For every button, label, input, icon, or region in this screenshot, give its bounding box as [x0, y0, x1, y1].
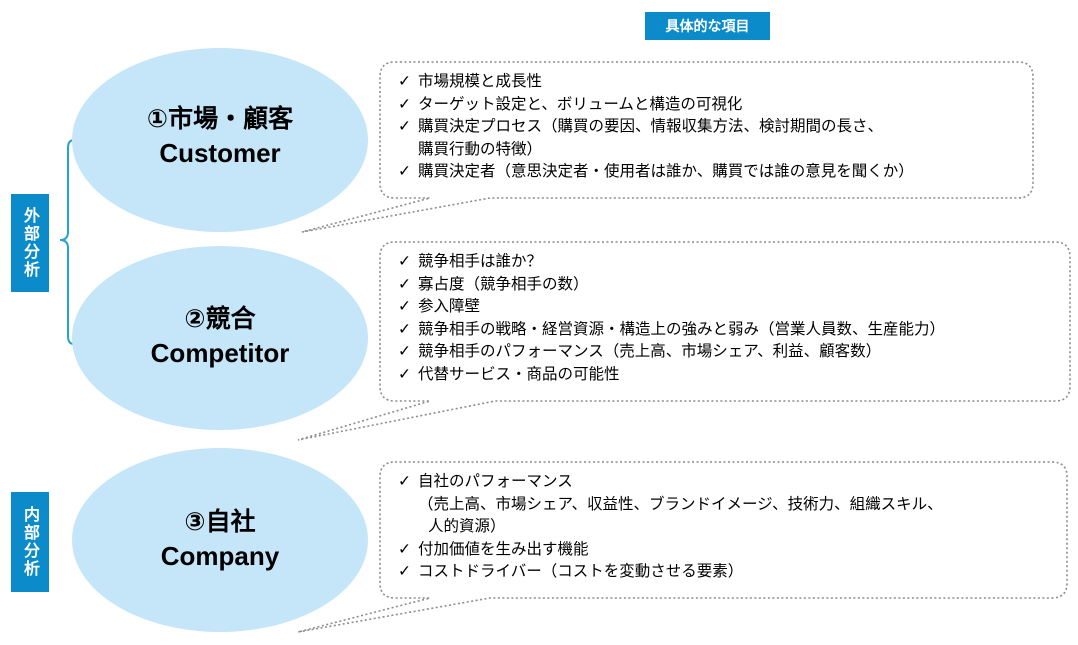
check-icon: ✓ [398, 472, 411, 490]
bubble-customer [301, 61, 1034, 233]
external-bracket [59, 139, 75, 345]
ellipse-competitor-title: ②競合 Competitor [90, 302, 350, 370]
external-analysis-text: 外部分析 [21, 207, 40, 279]
list-item: ✓ 競争相手の戦略・経営資源・構造上の強みと弱み（営業人員数、生産能力） [398, 318, 945, 341]
company-title-en: Company [160, 541, 280, 571]
list-item-text: 市場規模と成長性 [418, 72, 543, 90]
ellipse-competitor [72, 246, 368, 430]
competitor-item-list: ✓ 競争相手は誰か？ ✓ 寡占度（競争相手の数） ✓ 参入障壁 ✓ 競争相手の戦略・経営… [398, 250, 945, 385]
check-icon: ✓ [398, 162, 411, 180]
list-item: ✓ 購買決定プロセス（購買の要因、情報収集方法、検討期間の長さ、購買行動の特徴） [398, 115, 914, 160]
check-icon: ✓ [398, 539, 411, 558]
check-icon: ✓ [398, 319, 411, 338]
competitor-title-en: Competitor [150, 338, 290, 368]
list-item: ✓ 自社のパフォーマンス （売上高、市場シェア、収益性、ブランドイメージ、技術力、組… [398, 470, 943, 538]
list-item-continuation: 購買行動の特徴） [418, 139, 543, 158]
check-icon: ✓ [398, 94, 411, 113]
internal-analysis-label: 内部分析 [11, 492, 49, 592]
list-item-text: 付加価値を生み出す機能 [418, 539, 589, 558]
list-item-continuation: （売上高、市場シェア、収益性、ブランドイメージ、技術力、組織スキル、 [418, 494, 943, 513]
external-analysis-label: 外部分析 [11, 194, 49, 292]
customer-item-list: ✓ 市場規模と成長性 ✓ ターゲット設定と、ボリュームと構造の可視化 ✓ 購買決定プロ… [398, 70, 914, 183]
list-item-text: 購買決定プロセス（購買の要因、情報収集方法、検討期間の長さ、 [418, 117, 884, 135]
check-icon: ✓ [398, 72, 411, 90]
bubble-company [297, 461, 1068, 633]
list-item-text: 寡占度（競争相手の数） [418, 274, 589, 293]
company-item-list: ✓ 自社のパフォーマンス （売上高、市場シェア、収益性、ブランドイメージ、技術力、組… [398, 470, 943, 583]
bubble-competitor [297, 241, 1071, 441]
check-icon: ✓ [398, 117, 411, 135]
list-item: ✓ 付加価値を生み出す機能 [398, 538, 943, 561]
customer-title-en: Customer [159, 138, 281, 168]
customer-title-jp: ①市場・顧客 [146, 104, 294, 133]
check-icon: ✓ [398, 297, 411, 315]
check-icon: ✓ [398, 364, 411, 383]
ellipse-customer [72, 48, 368, 232]
list-item: ✓ 寡占度（競争相手の数） [398, 273, 945, 296]
list-item-text: 競争相手の戦略・経営資源・構造上の強みと弱み（営業人員数、生産能力） [418, 319, 946, 338]
list-item: ✓ 競争相手は誰か？ [398, 250, 945, 273]
list-item-text: 競争相手は誰か？ [418, 252, 543, 270]
check-icon: ✓ [398, 274, 411, 293]
company-title-jp: ③自社 [184, 507, 256, 536]
list-item: ✓ 参入障壁 [398, 295, 945, 318]
list-item: ✓ コストドライバー（コストを変動させる要素） [398, 560, 943, 583]
list-item-text: 購買決定者（意思決定者・使用者は誰か、購買では誰の意見を聞くか） [418, 162, 914, 180]
list-item: ✓ 購買決定者（意思決定者・使用者は誰か、購買では誰の意見を聞くか） [398, 160, 914, 183]
ellipse-company-title: ③自社 Company [90, 505, 350, 573]
header-tag-specific-items: 具体的な項目 [645, 12, 770, 40]
ellipse-company [72, 448, 368, 632]
check-icon: ✓ [398, 342, 411, 360]
list-item: ✓ 市場規模と成長性 [398, 70, 914, 93]
list-item: ✓ 競争相手のパフォーマンス（売上高、市場シェア、利益、顧客数） [398, 340, 945, 363]
competitor-title-jp: ②競合 [184, 304, 256, 333]
check-icon: ✓ [398, 562, 411, 580]
list-item-text: コストドライバー（コストを変動させる要素） [418, 562, 744, 580]
list-item: ✓ 代替サービス・商品の可能性 [398, 363, 945, 386]
list-item-text: 競争相手のパフォーマンス（売上高、市場シェア、利益、顧客数） [418, 342, 882, 360]
ellipse-customer-title: ①市場・顧客 Customer [90, 102, 350, 170]
list-item-continuation: 人的資源） [428, 517, 506, 535]
internal-analysis-text: 内部分析 [21, 506, 40, 578]
list-item: ✓ ターゲット設定と、ボリュームと構造の可視化 [398, 93, 914, 116]
list-item-text: 代替サービス・商品の可能性 [418, 364, 620, 383]
list-item-text: 自社のパフォーマンス [418, 472, 573, 490]
list-item-text: ターゲット設定と、ボリュームと構造の可視化 [418, 94, 743, 113]
list-item-text: 参入障壁 [418, 297, 481, 315]
check-icon: ✓ [398, 252, 411, 270]
